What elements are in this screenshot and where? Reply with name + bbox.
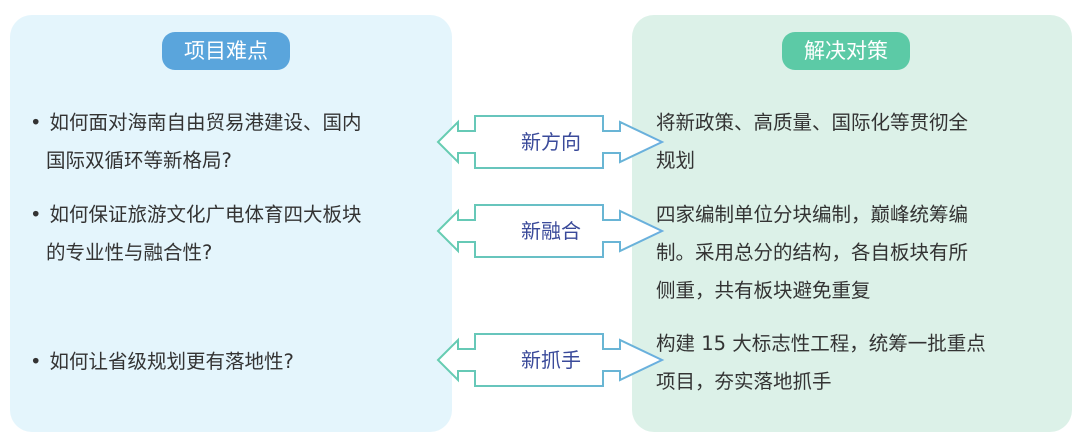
difficulty-item-cont: 国际双循环等新格局? — [46, 149, 232, 172]
arrow-label: 新抓手 — [521, 348, 581, 372]
double-arrow-new-integration: 新融合 — [436, 203, 666, 263]
solution-item: 将新政策、高质量、国际化等贯彻全 — [656, 111, 969, 134]
double-arrow-icon — [436, 333, 665, 387]
difficulty-item: 如何面对海南自由贸易港建设、国内 — [30, 104, 362, 142]
solution-item: 构建 15 大标志性工程，统筹一批重点 — [656, 332, 986, 355]
difficulties-title: 项目难点 — [162, 32, 290, 70]
solutions-panel — [632, 15, 1072, 432]
arrow-label: 新方向 — [521, 130, 581, 154]
difficulty-item: 如何让省级规划更有落地性? — [30, 343, 294, 381]
difficulty-item: 如何保证旅游文化广电体育四大板块 — [30, 196, 362, 234]
solution-item: 四家编制单位分块编制，巅峰统筹编 — [656, 203, 969, 226]
solution-item-cont: 项目，夯实落地抓手 — [656, 370, 832, 393]
solutions-title: 解决对策 — [782, 32, 910, 70]
solution-item-cont: 规划 — [656, 149, 696, 172]
double-arrow-icon — [436, 204, 665, 258]
difficulty-item-cont: 的专业性与融合性? — [46, 241, 213, 264]
double-arrow-new-direction: 新方向 — [436, 114, 666, 174]
solution-item-cont: 制。采用总分的结构，各自板块有所 — [656, 241, 969, 264]
solution-item-cont: 侧重，共有板块避免重复 — [656, 279, 871, 302]
arrow-label: 新融合 — [521, 219, 581, 243]
double-arrow-icon — [436, 115, 665, 169]
double-arrow-new-grip: 新抓手 — [436, 332, 666, 392]
